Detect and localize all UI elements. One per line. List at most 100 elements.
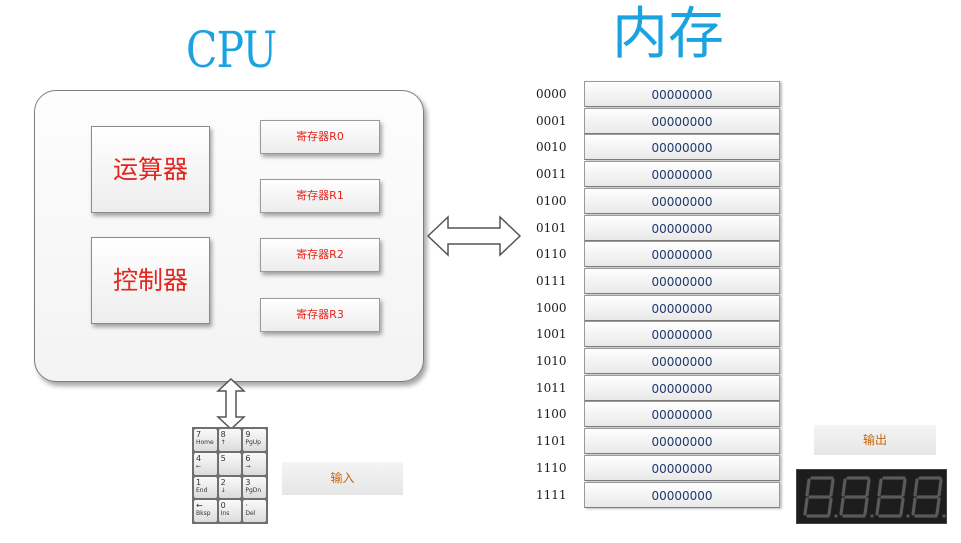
memory-cell: 00000000 — [584, 375, 780, 401]
display-segment — [865, 478, 871, 497]
display-dot — [942, 514, 946, 518]
display-dot — [906, 514, 910, 518]
memory-address: 0010 — [536, 140, 567, 154]
memory-address: 1100 — [536, 407, 567, 421]
display-segment — [901, 478, 907, 497]
keypad-key-number: 3 — [245, 477, 251, 487]
memory-cell: 00000000 — [584, 161, 780, 187]
memory-address: 0011 — [536, 167, 567, 181]
memory-cell: 00000000 — [584, 188, 780, 214]
keypad-key: 8↑ — [218, 429, 242, 451]
keypad-key: ·Del — [243, 500, 266, 522]
memory-address: 0001 — [536, 114, 567, 128]
display-segment — [829, 478, 835, 497]
keypad-key: 4← — [194, 452, 217, 475]
bus-arrow-vertical — [216, 378, 246, 430]
keypad-key: 6→ — [243, 452, 266, 475]
memory-title: 内存 — [612, 2, 724, 67]
memory-address: 0100 — [536, 194, 567, 208]
keypad-key-sub: End — [196, 486, 208, 494]
keypad-key-sub: PgUp — [245, 439, 261, 446]
cpu-title: CPU — [186, 21, 277, 79]
keypad-key: ←Bksp — [194, 500, 217, 522]
memory-cell: 00000000 — [584, 455, 780, 481]
keypad-key-number: 7 — [196, 430, 202, 439]
memory-cell: 00000000 — [584, 482, 780, 508]
keypad-key-sub: Ins — [220, 510, 230, 518]
display-segment — [841, 478, 847, 497]
alu-box: 运算器 — [91, 126, 210, 213]
input-label: 输入 — [282, 462, 403, 495]
display-segment — [911, 497, 917, 516]
keypad-key-number: 0 — [220, 501, 226, 511]
memory-address: 0110 — [536, 247, 567, 261]
memory-address: 1101 — [536, 434, 567, 448]
memory-address: 0000 — [536, 87, 567, 101]
memory-cell: 00000000 — [584, 134, 780, 160]
register-r2: 寄存器R2 — [260, 238, 380, 272]
memory-address: 1011 — [536, 381, 567, 395]
memory-cell: 00000000 — [584, 268, 780, 294]
keypad-key-number: 4 — [196, 453, 202, 463]
memory-address: 1111 — [536, 488, 567, 502]
display-dot — [834, 514, 838, 518]
memory-cell: 00000000 — [584, 428, 780, 454]
keypad-key-sub: Bksp — [196, 510, 211, 518]
register-r0: 寄存器R0 — [260, 120, 380, 154]
display-segment — [899, 497, 905, 516]
display-segment — [877, 478, 883, 497]
memory-cell: 00000000 — [584, 321, 780, 347]
keypad-key-sub: → — [245, 462, 251, 470]
display-segment — [827, 497, 833, 516]
memory-address: 1110 — [536, 461, 567, 475]
keypad-key-number: ← — [196, 501, 203, 511]
keypad-key-sub: ↓ — [220, 486, 226, 494]
memory-cell: 00000000 — [584, 81, 780, 107]
memory-address: 0101 — [536, 221, 567, 235]
control-unit-box: 控制器 — [91, 237, 210, 324]
keypad-key-number: 9 — [245, 430, 251, 439]
memory-address: 1000 — [536, 301, 567, 315]
keypad-key: 2↓ — [218, 476, 242, 499]
display-segment — [875, 497, 881, 516]
memory-cell: 00000000 — [584, 348, 780, 374]
memory-cell: 00000000 — [584, 215, 780, 241]
keypad-key-number: 6 — [245, 453, 251, 463]
memory-cell: 00000000 — [584, 108, 780, 134]
bus-arrow-horizontal — [426, 215, 522, 257]
memory-address: 1001 — [536, 327, 567, 341]
display-dot — [870, 514, 874, 518]
keypad-key-number: 1 — [196, 477, 202, 487]
keypad-key-number: 8 — [220, 430, 226, 439]
display-segment — [935, 497, 941, 516]
keypad-key: 5 — [218, 452, 242, 475]
display-segment — [863, 497, 869, 516]
keypad-key-sub: ↑ — [220, 439, 226, 446]
keypad-key-sub: Del — [245, 510, 256, 518]
keypad-key-sub: PgDn — [245, 486, 262, 494]
memory-cell: 00000000 — [584, 241, 780, 267]
display-segment — [913, 478, 919, 497]
keypad-key-number: 5 — [220, 453, 226, 463]
seven-segment-display — [796, 469, 947, 524]
keypad-key-number: 2 — [220, 477, 226, 487]
register-r1: 寄存器R1 — [260, 179, 380, 213]
memory-cell: 00000000 — [584, 401, 780, 427]
memory-address: 0111 — [536, 274, 567, 288]
keypad-key-sub: Home — [196, 439, 214, 446]
output-label: 输出 — [814, 425, 936, 455]
display-segment — [937, 478, 943, 497]
keypad-key-sub: ← — [196, 462, 202, 470]
register-r3: 寄存器R3 — [260, 298, 380, 332]
memory-address: 1010 — [536, 354, 567, 368]
display-segment — [839, 497, 845, 516]
keypad-key-number: · — [245, 501, 248, 511]
display-segment — [805, 478, 811, 497]
display-segment — [803, 497, 809, 516]
